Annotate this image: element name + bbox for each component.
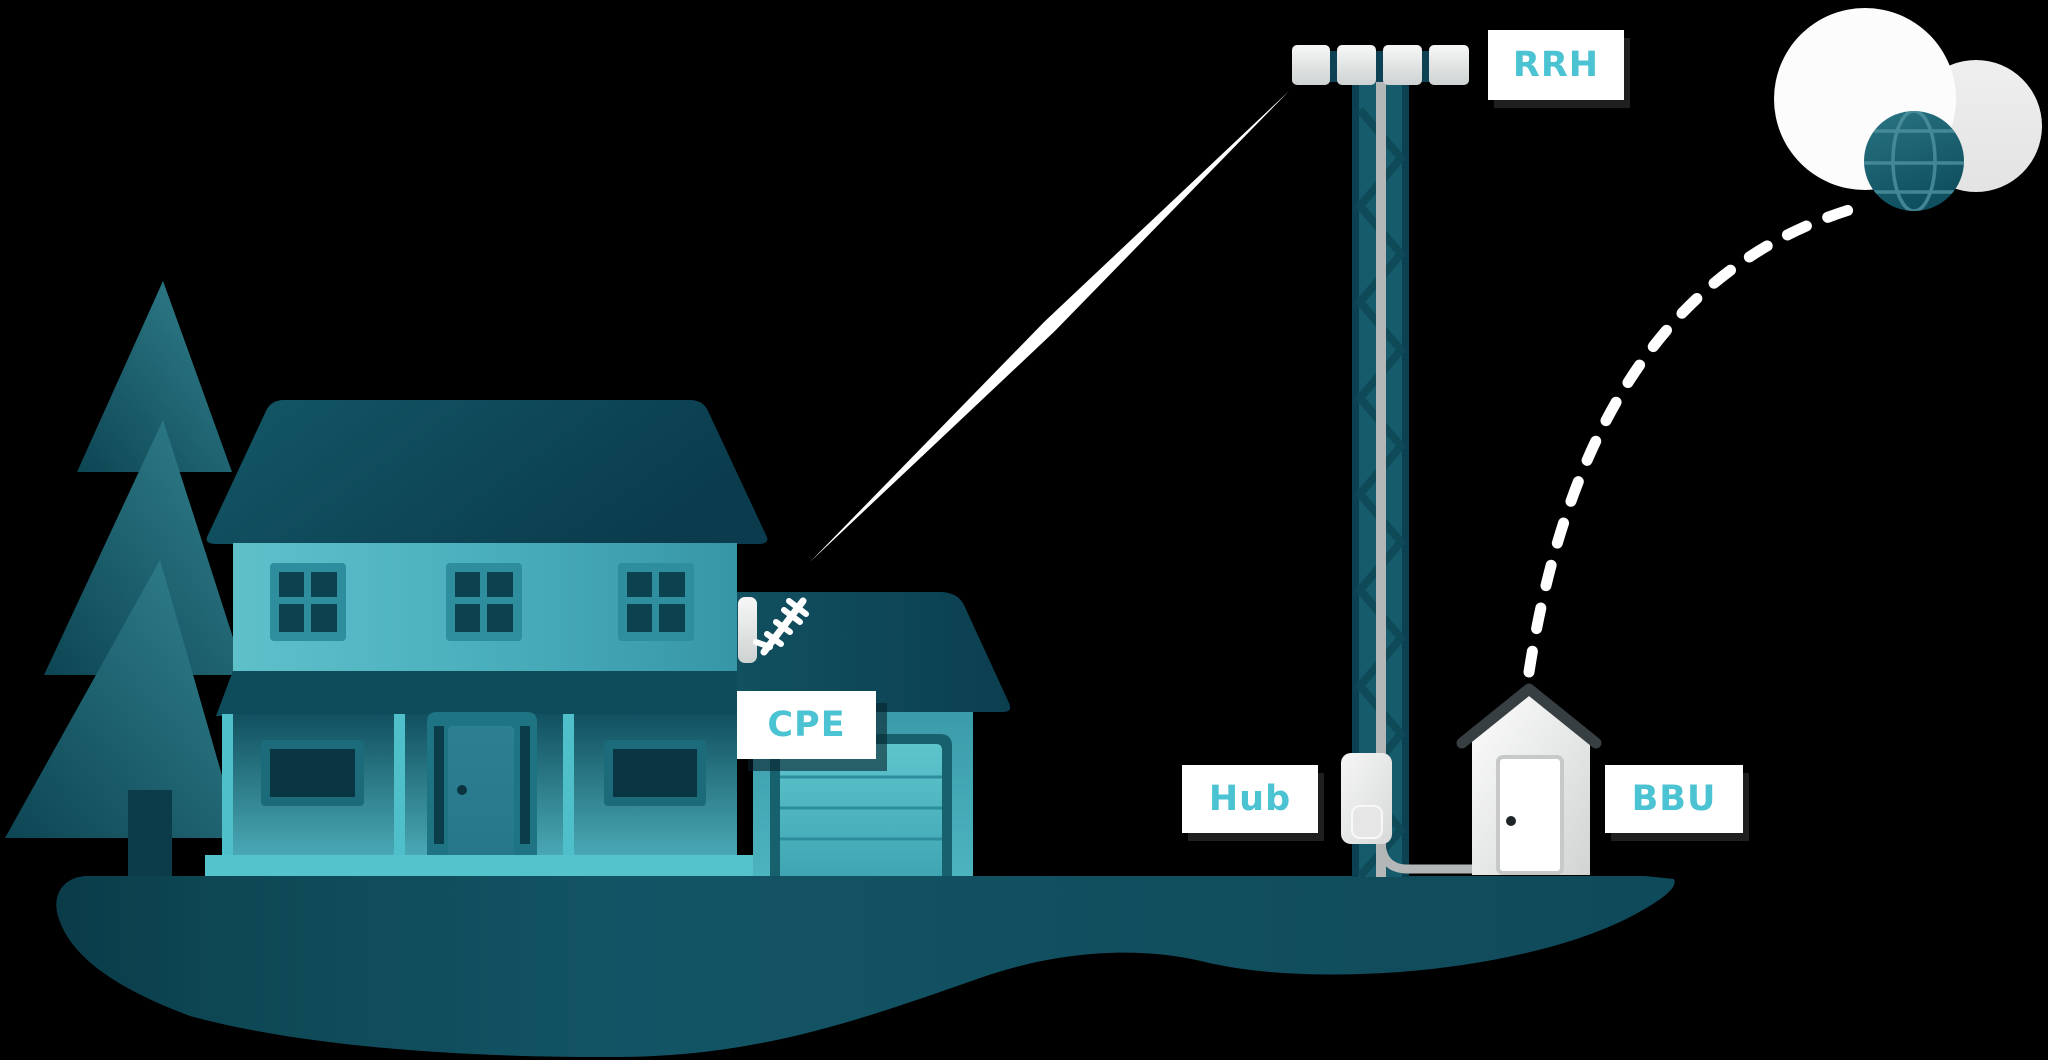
cpe-label-text: CPE <box>767 705 846 745</box>
door-knob <box>457 785 467 795</box>
wireless-beam <box>810 91 1289 562</box>
bbu-shed-icon <box>1456 683 1602 875</box>
hub-device-icon <box>1341 753 1392 844</box>
shed-door-knob <box>1506 816 1516 826</box>
cpe-label: CPE <box>737 691 876 759</box>
upper-window <box>270 563 346 641</box>
ground <box>56 876 1675 1058</box>
rrh-panel-antennas-icon <box>1292 45 1469 85</box>
hub-label-text: Hub <box>1208 779 1292 819</box>
bbu-label-text: BBU <box>1631 779 1717 819</box>
porch-post <box>222 714 233 857</box>
hub-label: Hub <box>1182 765 1318 833</box>
front-door <box>427 712 537 857</box>
porch-post <box>394 714 405 857</box>
shed-roof <box>1456 683 1602 749</box>
tower-cable-riser <box>1376 82 1386 877</box>
pine-tree <box>5 281 245 877</box>
tree-trunk <box>128 790 172 877</box>
dashed-backhaul-link <box>1523 199 1872 678</box>
upper-window <box>446 563 522 641</box>
cpe-antenna-icon <box>738 597 809 663</box>
house <box>205 400 770 877</box>
garage-roof <box>737 592 1011 712</box>
fiber-cable <box>1376 835 1479 874</box>
rrh-label: RRH <box>1488 30 1624 100</box>
lower-window <box>604 740 706 806</box>
house-roof <box>206 400 768 544</box>
upper-window <box>618 563 694 641</box>
rrh-label-text: RRH <box>1512 45 1600 85</box>
porch-awning <box>216 671 754 716</box>
shed-door <box>1496 755 1564 875</box>
tower-lattice <box>1354 107 1407 879</box>
porch-post <box>563 714 574 857</box>
garage-door <box>770 734 952 877</box>
internet-cloud-icon <box>1774 8 2042 211</box>
radio-tower-icon <box>1292 45 1469 879</box>
bbu-label: BBU <box>1605 765 1743 833</box>
porch-floor <box>205 855 770 877</box>
globe-icon <box>1864 111 1964 211</box>
garage <box>737 592 1011 877</box>
lower-window <box>261 740 364 806</box>
